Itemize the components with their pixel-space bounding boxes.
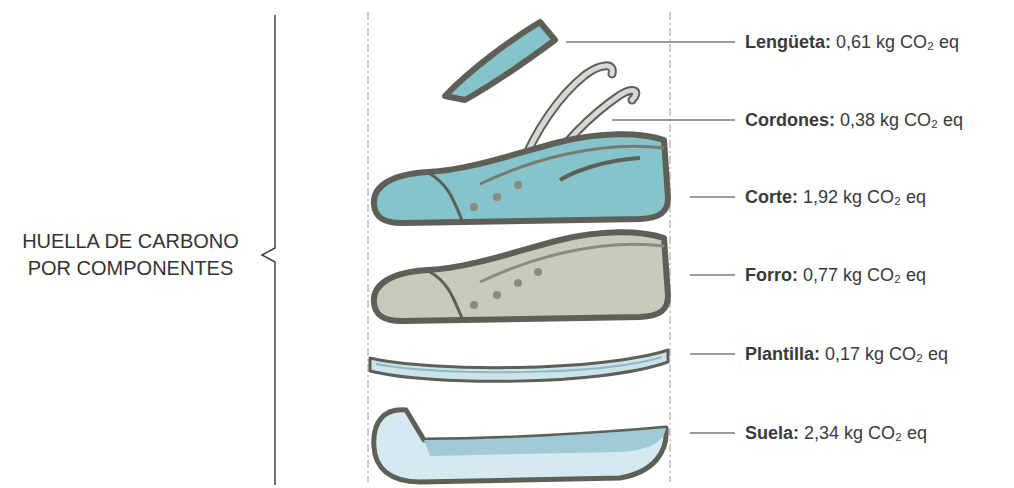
bracket <box>262 15 275 485</box>
component-name: Lengüeta: <box>745 32 831 52</box>
component-row: Forro:0,77 kg CO₂ eq <box>745 264 926 286</box>
component-row: Cordones:0,38 kg CO₂ eq <box>745 109 963 131</box>
carbon-value: 0,77 kg CO₂ eq <box>803 265 926 285</box>
insole-line <box>376 357 662 372</box>
upper <box>374 134 668 223</box>
carbon-value: 0,17 kg CO₂ eq <box>825 344 948 364</box>
insole <box>370 350 668 381</box>
component-row: Suela:2,34 kg CO₂ eq <box>745 422 927 444</box>
component-name: Corte: <box>745 187 798 207</box>
carbon-value: 2,34 kg CO₂ eq <box>804 423 927 443</box>
component-name: Forro: <box>745 265 798 285</box>
tongue <box>445 22 555 100</box>
guide-line <box>368 12 369 482</box>
carbon-value: 0,61 kg CO₂ eq <box>836 32 959 52</box>
component-name: Plantilla: <box>745 344 820 364</box>
guide-line <box>670 12 671 482</box>
component-name: Cordones: <box>745 110 835 130</box>
component-row: Plantilla:0,17 kg CO₂ eq <box>745 343 948 365</box>
component-row: Lengüeta:0,61 kg CO₂ eq <box>745 31 959 53</box>
component-name: Suela: <box>745 423 799 443</box>
carbon-value: 0,38 kg CO₂ eq <box>840 110 963 130</box>
component-row: Corte:1,92 kg CO₂ eq <box>745 186 926 208</box>
sole <box>374 410 666 482</box>
bracket-label: HUELLA DE CARBONO POR COMPONENTES <box>18 228 243 282</box>
lining <box>374 232 668 321</box>
carbon-value: 1,92 kg CO₂ eq <box>803 187 926 207</box>
